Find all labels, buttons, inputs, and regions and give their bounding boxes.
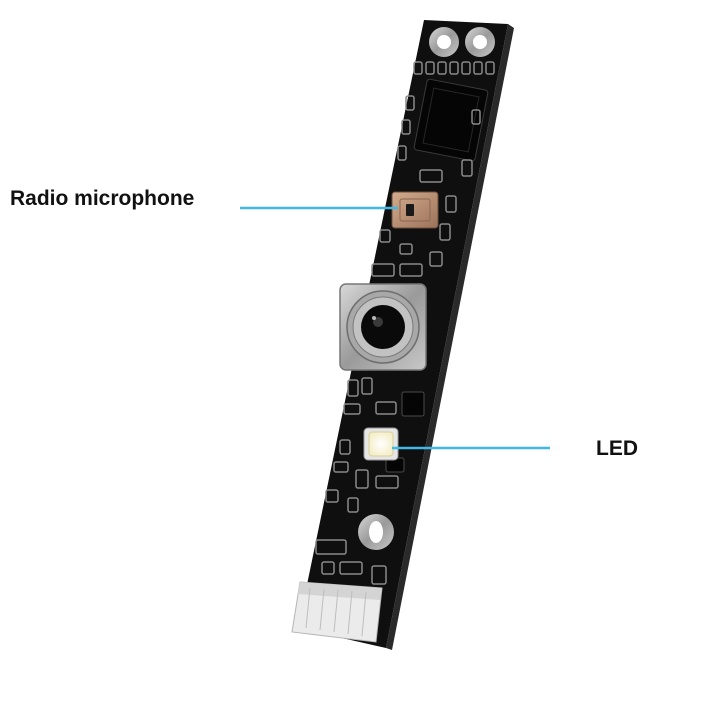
led-light [363, 427, 399, 461]
smd-components [315, 95, 481, 585]
board-connector [291, 581, 383, 643]
mounting-holes-top [429, 27, 495, 57]
microphone [391, 191, 439, 229]
camera-lens-module [339, 283, 427, 371]
small-chips [385, 391, 425, 473]
pad-row [413, 61, 495, 75]
main-chip [413, 78, 489, 162]
microphone-label: Radio microphone [10, 187, 195, 210]
mounting-hole-bottom [358, 514, 394, 550]
led-label: LED [596, 437, 638, 460]
